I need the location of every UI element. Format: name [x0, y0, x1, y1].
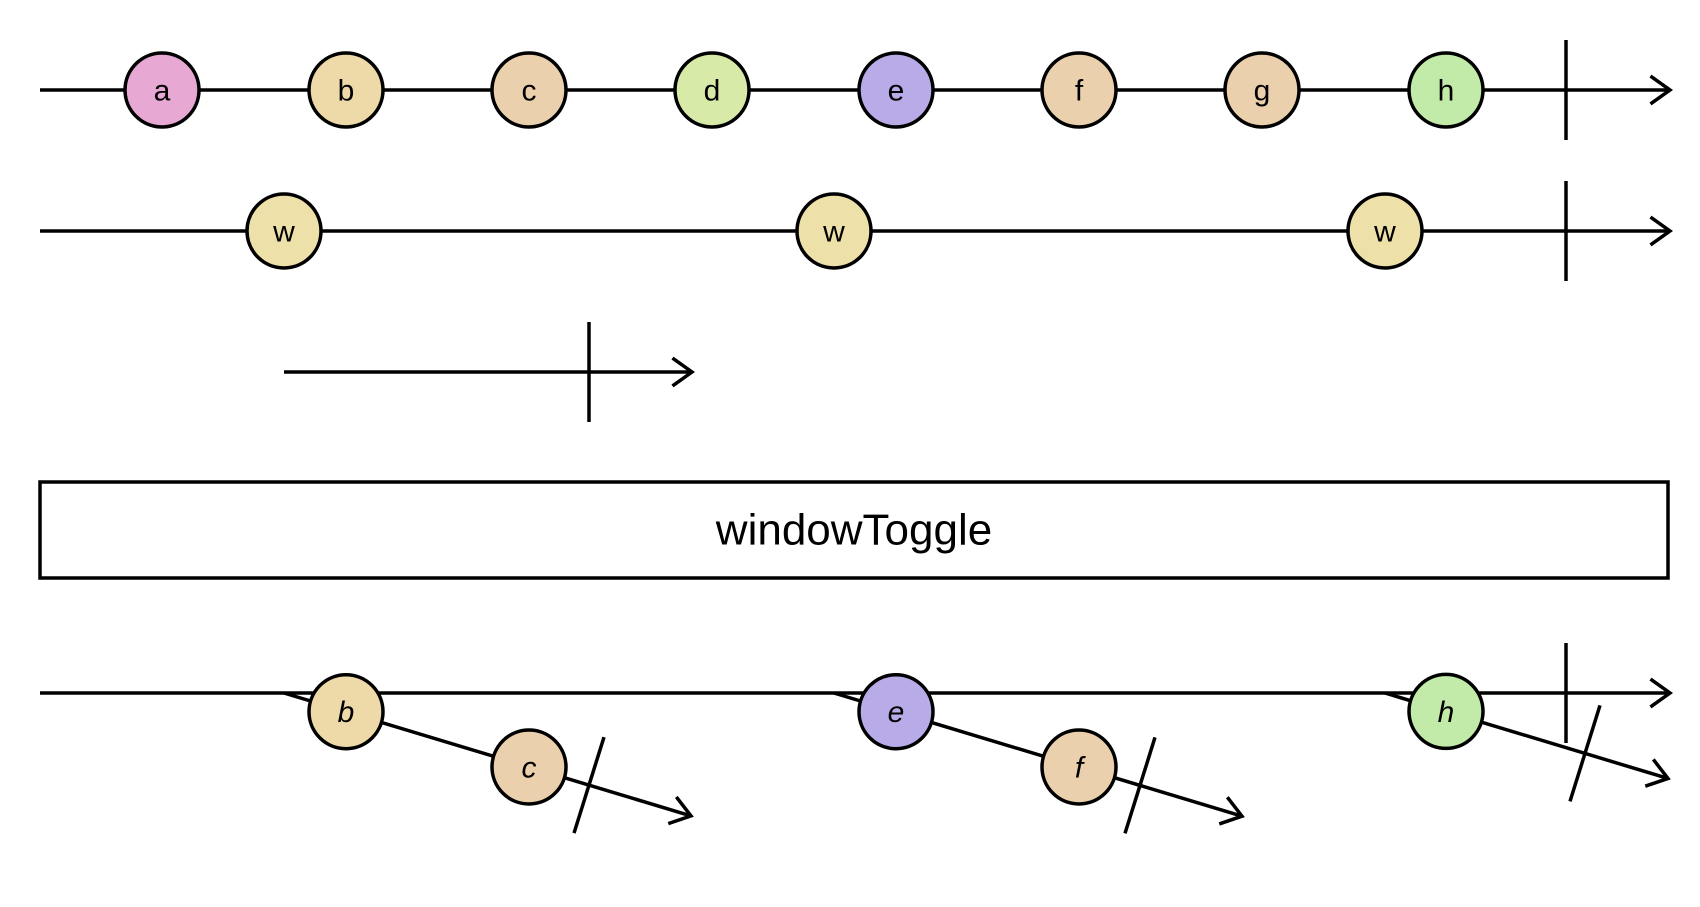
marble-circle — [1040, 728, 1118, 806]
marble-label: e — [888, 75, 905, 108]
marble-circle — [490, 51, 568, 129]
window-arrowhead — [1218, 796, 1245, 826]
opening-marble: w — [245, 192, 323, 270]
source-timeline: a b c d e f g h — [40, 40, 1674, 140]
marble-circle — [1040, 51, 1118, 129]
closing-arrowhead — [671, 356, 696, 388]
marble-circle — [1407, 672, 1485, 751]
marble-label: g — [1254, 75, 1271, 108]
openings-arrowhead — [1649, 215, 1674, 247]
output-window-3: h — [1384, 672, 1671, 802]
marble-circle — [245, 192, 323, 270]
marble-label: c — [522, 751, 537, 784]
operator-label: windowToggle — [715, 506, 992, 555]
marble-circle — [307, 51, 385, 129]
window-marble-c: c — [490, 728, 568, 806]
marble-label: h — [1438, 696, 1455, 729]
window-complete-marker — [1123, 736, 1157, 834]
marble-circle — [1223, 51, 1301, 129]
marble-label: d — [704, 75, 721, 108]
window-complete-marker — [1568, 704, 1602, 802]
marble-label: b — [338, 696, 355, 729]
marble-circle — [307, 672, 385, 751]
marble-label: h — [1438, 75, 1455, 108]
marble-circle — [123, 51, 201, 129]
window-marble-e: e — [857, 672, 935, 751]
source-marble-f: f — [1040, 51, 1118, 129]
window-marble-h: h — [1407, 672, 1485, 751]
output-arrowhead — [1649, 677, 1674, 709]
source-marble-b: b — [307, 51, 385, 129]
marble-label: w — [1373, 216, 1396, 249]
window-complete-marker — [572, 736, 606, 834]
marble-label: f — [1075, 751, 1086, 784]
source-marble-c: c — [490, 51, 568, 129]
marble-circle — [795, 192, 873, 270]
marble-label: w — [822, 216, 845, 249]
window-marble-f: f — [1040, 728, 1118, 806]
marble-circle — [673, 51, 751, 129]
source-marble-g: g — [1223, 51, 1301, 129]
marble-label: w — [272, 216, 295, 249]
output-window-1: bc — [283, 672, 694, 834]
marble-label: c — [522, 75, 537, 108]
source-marble-h: h — [1407, 51, 1485, 129]
window-marble-b: b — [307, 672, 385, 751]
marble-label: a — [154, 75, 171, 108]
operator-box: windowToggle — [38, 480, 1670, 580]
marble-label: e — [888, 696, 905, 729]
source-marble-a: a — [123, 51, 201, 129]
output-window-2: ef — [833, 672, 1245, 834]
marble-label: b — [338, 75, 355, 108]
marble-label: f — [1075, 75, 1084, 108]
source-marble-e: e — [857, 51, 935, 129]
operator-rect — [38, 480, 1670, 580]
opening-marble: w — [795, 192, 873, 270]
marble-circle — [490, 728, 568, 806]
source-marble-d: d — [673, 51, 751, 129]
marble-circle — [857, 672, 935, 751]
closing-timeline — [284, 322, 696, 422]
window-arrowhead — [1644, 758, 1671, 788]
window-arrowhead — [667, 795, 694, 826]
marble-circle — [1346, 192, 1424, 270]
source-arrowhead — [1649, 74, 1674, 106]
marble-circle — [1407, 51, 1485, 129]
opening-marble: w — [1346, 192, 1424, 270]
marble-circle — [857, 51, 935, 129]
